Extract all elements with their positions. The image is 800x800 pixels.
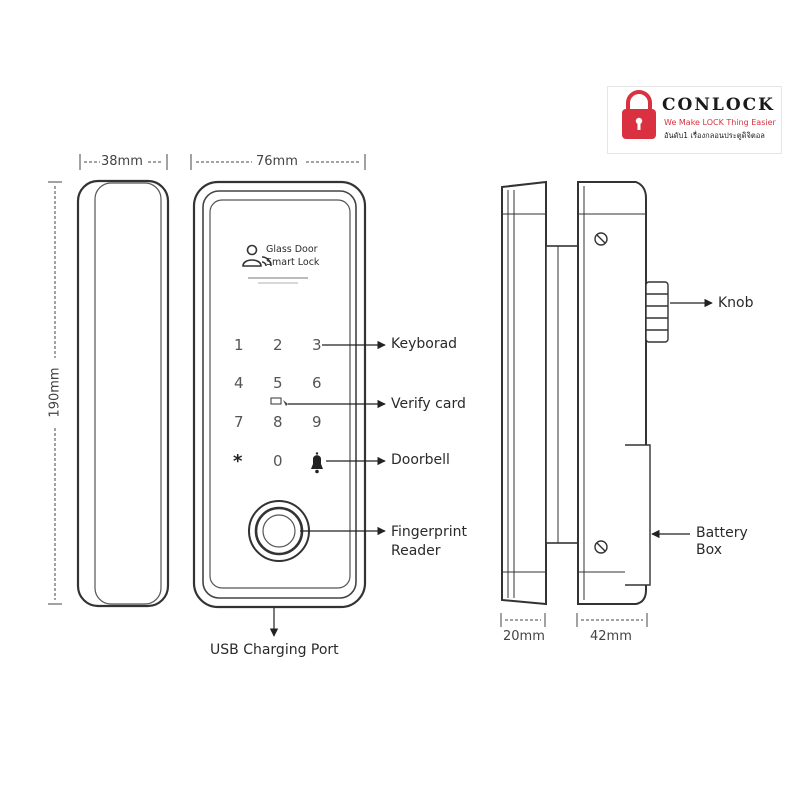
key-3[interactable]: 3 <box>312 336 322 354</box>
key-4[interactable]: 4 <box>234 374 244 392</box>
key-0[interactable]: 0 <box>273 452 283 470</box>
side-view <box>76 179 170 608</box>
dimension-lines <box>48 154 648 627</box>
callout-knob: Knob <box>718 295 754 311</box>
front-view <box>192 180 367 609</box>
callout-doorbell: Doorbell <box>391 452 450 468</box>
key-2[interactable]: 2 <box>273 336 283 354</box>
key-9[interactable]: 9 <box>312 413 322 431</box>
callout-usb: USB Charging Port <box>210 642 339 658</box>
callout-battery-line2: Box <box>696 542 723 558</box>
product-line2: Smart Lock <box>266 257 320 268</box>
callout-fingerprint-line2: Reader <box>391 543 441 559</box>
key-5[interactable]: 5 <box>273 374 283 392</box>
dim-side-width: 38mm <box>101 154 143 169</box>
dim-right-depth: 42mm <box>590 629 632 644</box>
key-star[interactable]: * <box>233 451 243 472</box>
dim-height: 190mm <box>47 367 63 418</box>
key-1[interactable]: 1 <box>234 336 244 354</box>
screw-icon <box>594 232 608 554</box>
callout-fingerprint-line1: Fingerprint <box>391 524 467 540</box>
brand-logo: CONLOCK We Make LOCK Thing Easier อันดับ… <box>607 86 782 154</box>
bell-icon <box>311 452 323 474</box>
dim-front-width: 76mm <box>256 154 298 169</box>
callout-battery-line1: Battery <box>696 525 748 541</box>
brand-thai-line: อันดับ1 เรื่องกลอนประตูดิจิตอล <box>664 131 765 140</box>
callout-keyboard: Keyborad <box>391 336 458 352</box>
smart-lock-logo-icon <box>242 244 272 267</box>
key-6[interactable]: 6 <box>312 374 322 392</box>
card-icon <box>270 397 288 406</box>
brand-tagline: We Make LOCK Thing Easier <box>664 118 776 127</box>
callout-verify-card: Verify card <box>391 396 466 412</box>
profile-view <box>501 180 669 606</box>
callout-leaders <box>269 298 713 637</box>
key-7[interactable]: 7 <box>234 413 244 431</box>
key-8[interactable]: 8 <box>273 413 283 431</box>
dim-left-depth: 20mm <box>503 629 545 644</box>
product-line1: Glass Door <box>266 244 318 255</box>
padlock-icon <box>622 90 656 139</box>
brand-name: CONLOCK <box>662 95 775 115</box>
